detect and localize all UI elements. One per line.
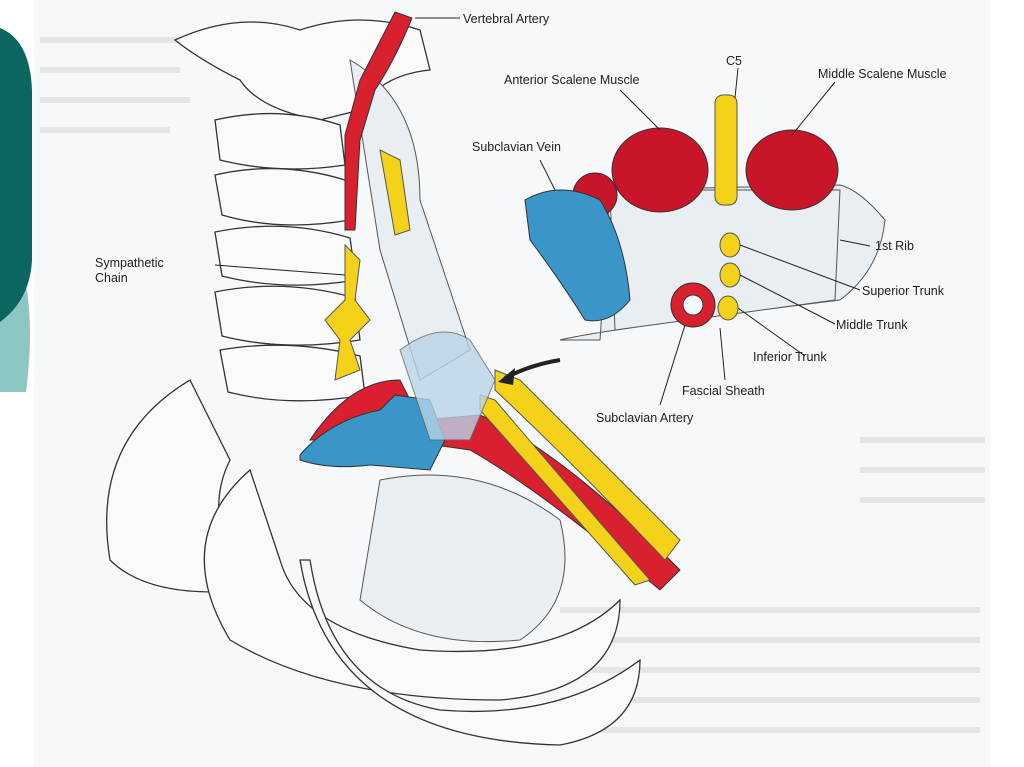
label-superior-trunk: Superior Trunk — [862, 284, 945, 298]
label-first-rib: 1st Rib — [875, 239, 914, 253]
fascial-sheath-main — [399, 331, 496, 441]
label-middle-trunk: Middle Trunk — [836, 318, 908, 332]
label-vertebral-artery: Vertebral Artery — [463, 12, 550, 26]
slide-accent-dark — [0, 28, 32, 322]
anterior-scalene-muscle — [611, 127, 709, 213]
rib-cage — [106, 379, 641, 746]
label-sympathetic-chain-line2: Chain — [95, 271, 128, 285]
label-sympathetic-chain-line1: Sympathetic — [95, 256, 164, 270]
brachial-plexus-nerves — [379, 149, 681, 586]
label-fascial-sheath: Fascial Sheath — [682, 384, 765, 398]
label-c5: C5 — [726, 54, 742, 68]
sympathetic-chain — [324, 243, 371, 381]
label-middle-scalene-muscle: Middle Scalene Muscle — [818, 67, 947, 81]
label-subclavian-artery: Subclavian Artery — [596, 411, 694, 425]
cervical-spine — [173, 19, 471, 402]
c5-nerve-root — [714, 94, 738, 206]
label-anterior-scalene-muscle: Anterior Scalene Muscle — [504, 73, 640, 87]
subclavian-vein-section — [524, 189, 631, 322]
middle-scalene-muscle — [745, 129, 839, 211]
label-inferior-trunk: Inferior Trunk — [753, 350, 827, 364]
label-subclavian-vein: Subclavian Vein — [472, 140, 561, 154]
inset-cross-section — [524, 94, 886, 341]
faded-background-text — [40, 37, 985, 733]
leader-lines — [214, 17, 871, 406]
vertebral-artery — [344, 11, 413, 231]
